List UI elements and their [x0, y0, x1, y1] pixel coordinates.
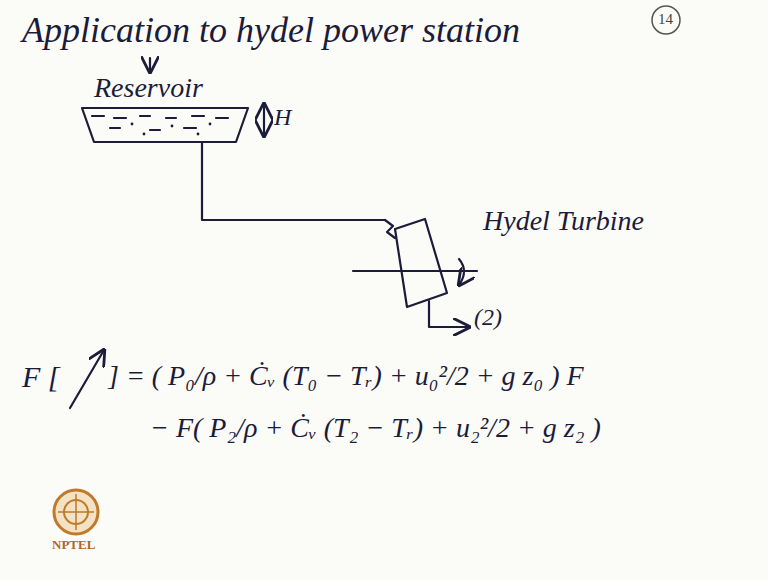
logo-emblem — [54, 490, 98, 534]
state-label: (2) — [474, 304, 502, 332]
height-arrow — [263, 104, 265, 136]
equation-line: ] = ( P₀/ρ + Ċᵥ (T₀ − Tᵣ) + u₀²/2 + g z₀… — [108, 360, 584, 392]
page-number: 14 — [658, 11, 673, 28]
height-label: H — [274, 104, 291, 132]
node-label: Hydel Turbine — [483, 205, 644, 237]
page-circle — [652, 6, 680, 34]
logo-text: NPTEL — [52, 538, 95, 553]
reservoir-basin — [80, 104, 256, 146]
reservoir-symbol: Reservoir — [80, 72, 256, 146]
bracket-arrow — [70, 350, 104, 408]
pointer-arrow — [149, 58, 151, 72]
pipe-line — [202, 142, 385, 220]
turbine-drawing — [385, 215, 465, 335]
turbine-symbol: Hydel Turbine — [385, 205, 648, 317]
equation-line: − F( P₂/ρ + Ċᵥ (T₂ − Tᵣ) + u₂²/2 + g z₂ … — [150, 412, 601, 444]
equation-part: F [ — [22, 360, 60, 395]
title: Application to hydel power station — [22, 10, 520, 51]
node-label: Reservoir — [80, 72, 256, 104]
